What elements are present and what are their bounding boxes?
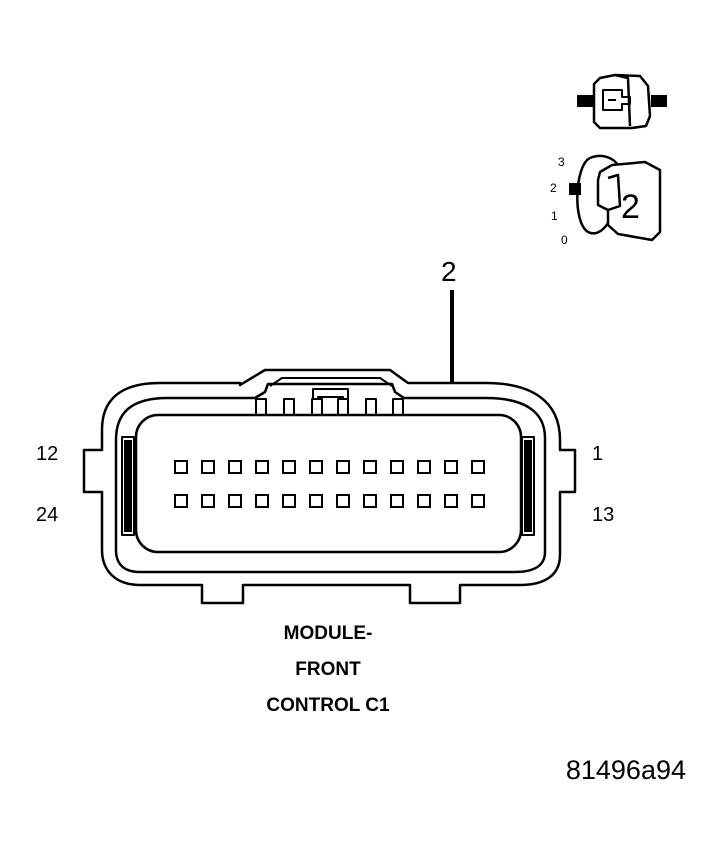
pin-cavity-9 bbox=[255, 460, 269, 474]
pin-label-1: 1 bbox=[592, 443, 603, 465]
connector-body bbox=[82, 368, 577, 605]
caption-line-2: FRONT bbox=[295, 659, 361, 680]
figure-id: 81496a94 bbox=[566, 755, 686, 785]
caption-line-3: CONTROL C1 bbox=[266, 695, 390, 716]
pin-cavities bbox=[174, 460, 485, 508]
connector-side-icon bbox=[577, 73, 667, 130]
pin-cavity-13 bbox=[471, 494, 485, 508]
tick-label-0: 0 bbox=[561, 233, 568, 247]
pin-pointer-label: 2 bbox=[441, 256, 457, 287]
pin-label-13: 13 bbox=[592, 504, 614, 526]
pin-cavity-15 bbox=[417, 494, 431, 508]
pin-cavity-22 bbox=[228, 494, 242, 508]
pin-cavity-4 bbox=[390, 460, 404, 474]
pin-cavity-7 bbox=[309, 460, 323, 474]
pin-cavity-21 bbox=[255, 494, 269, 508]
position-lock-icon bbox=[569, 154, 662, 242]
tick-label-1: 1 bbox=[551, 209, 558, 223]
pin-cavity-24 bbox=[174, 494, 188, 508]
pin-cavity-23 bbox=[201, 494, 215, 508]
pin-cavity-11 bbox=[201, 460, 215, 474]
pin-label-12: 12 bbox=[36, 443, 58, 465]
pin-cavity-18 bbox=[336, 494, 350, 508]
tick-label-3: 3 bbox=[558, 155, 565, 169]
pin-label-24: 24 bbox=[36, 504, 58, 526]
pin-cavity-16 bbox=[390, 494, 404, 508]
tick-label-2: 2 bbox=[550, 181, 557, 195]
pin-cavity-2 bbox=[444, 460, 458, 474]
pin-cavity-6 bbox=[336, 460, 350, 474]
pin-cavity-10 bbox=[228, 460, 242, 474]
pin-cavity-1 bbox=[471, 460, 485, 474]
pin-cavity-14 bbox=[444, 494, 458, 508]
pin-cavity-17 bbox=[363, 494, 377, 508]
pin-cavity-3 bbox=[417, 460, 431, 474]
pin-cavity-20 bbox=[282, 494, 296, 508]
inset-position-label: 2 bbox=[621, 188, 640, 226]
pin-cavity-12 bbox=[174, 460, 188, 474]
caption-line-1: MODULE- bbox=[284, 623, 373, 644]
pin-cavity-5 bbox=[363, 460, 377, 474]
pin-cavity-8 bbox=[282, 460, 296, 474]
pin-cavity-19 bbox=[309, 494, 323, 508]
